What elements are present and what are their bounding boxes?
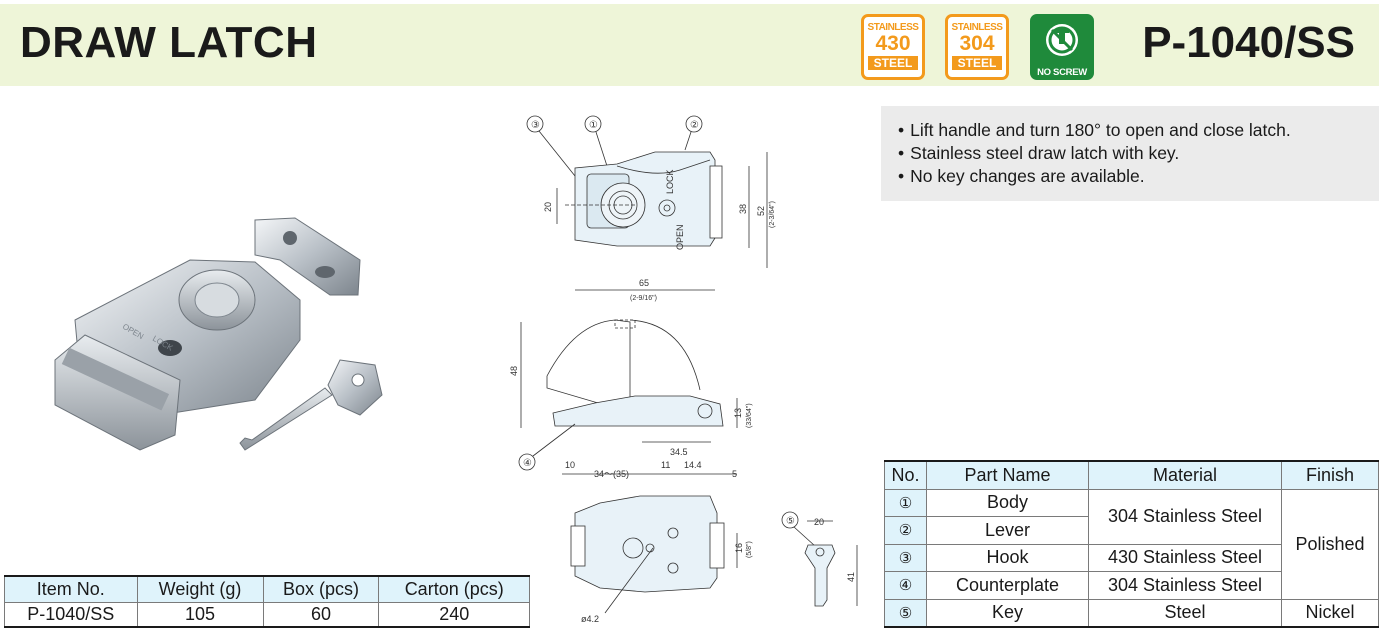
dim-bottom-16: 16 — [734, 543, 744, 553]
table-row: ④ Counterplate 304 Stainless Steel — [884, 571, 1379, 600]
cell-no: ② — [884, 516, 927, 545]
col-no: No. — [884, 460, 927, 490]
dim-top-65: 65 — [639, 278, 649, 288]
dim-top-65-inch: (2-9/16") — [630, 295, 657, 302]
cell-part-name: Hook — [926, 543, 1089, 572]
cell-material: 304 Stainless Steel — [1088, 571, 1282, 600]
model-number: P-1040/SS — [1142, 18, 1355, 67]
dim-side-13: 13 — [733, 408, 743, 418]
col-finish: Finish — [1281, 460, 1379, 490]
features-box: Lift handle and turn 180° to open and cl… — [881, 106, 1379, 201]
dim-side-48: 48 — [509, 366, 519, 376]
product-photo: LOCK OPEN — [54, 217, 383, 451]
callout-2-circle — [685, 115, 703, 133]
col-item-no: Item No. — [4, 575, 138, 603]
callout-3: ③ — [531, 120, 540, 131]
cell-no: ① — [884, 488, 927, 517]
col-carton: Carton (pcs) — [378, 575, 530, 603]
dim-top-52: 52 — [756, 206, 766, 216]
callout-1: ① — [589, 120, 598, 131]
top-open-label: OPEN — [675, 224, 685, 250]
callout-5-circle — [781, 511, 799, 529]
table-row: P-1040/SS 105 60 240 — [4, 601, 530, 628]
cell-no: ④ — [884, 571, 927, 600]
technical-drawing: ③ ① ② LOCK OPEN 20 38 52 (2-3/64") 65 (2… — [509, 115, 858, 624]
dim-bottom-hole: ø4.2 — [581, 614, 599, 624]
key-photo — [239, 359, 383, 451]
cell-carton: 240 — [378, 601, 530, 628]
cell-weight: 105 — [136, 601, 264, 628]
key-view: ⑤ 20 41 — [781, 511, 858, 607]
parts-table: No. Part Name Material Finish ① Body 304… — [884, 460, 1379, 628]
dim-bottom-34: 34～(35) — [594, 469, 629, 479]
cell-finish: Polished — [1281, 488, 1379, 600]
col-weight: Weight (g) — [136, 575, 264, 603]
table-header-row: No. Part Name Material Finish — [884, 460, 1379, 490]
latch-body-photo: LOCK OPEN — [54, 259, 301, 451]
feature-item: No key changes are available. — [898, 165, 1379, 188]
table-row: ① Body 304 Stainless Steel Polished — [884, 488, 1379, 600]
dim-key-20: 20 — [814, 517, 824, 527]
cell-material: 430 Stainless Steel — [1088, 543, 1282, 572]
dim-bottom-5: 5 — [732, 469, 737, 479]
dim-key-41: 41 — [846, 572, 856, 582]
cell-finish: Nickel — [1281, 598, 1379, 628]
header-band: DRAW LATCH STAINLESS 430 STEEL STAINLESS… — [0, 4, 1379, 86]
callout-3-circle — [526, 115, 544, 133]
cell-part-name: Key — [926, 598, 1089, 628]
no-screw-badge: NO SCREW — [1030, 14, 1094, 80]
bottom-view: 10 34～(35) 11 14.4 5 16 (5/8") ø4.2 — [562, 460, 753, 624]
table-row: ② Lever — [884, 516, 1379, 545]
feature-item: Stainless steel draw latch with key. — [898, 142, 1379, 165]
top-lock-label: LOCK — [665, 169, 675, 194]
dim-bottom-10: 10 — [565, 460, 575, 470]
cell-part-name: Body — [926, 488, 1089, 517]
cell-item-no: P-1040/SS — [4, 601, 138, 628]
cell-part-name: Lever — [926, 516, 1089, 545]
dim-top-20: 20 — [543, 202, 553, 212]
item-spec-table: Item No. Weight (g) Box (pcs) Carton (pc… — [4, 575, 530, 628]
col-material: Material — [1088, 460, 1282, 490]
cell-no: ⑤ — [884, 598, 927, 628]
callout-4: ④ — [523, 458, 532, 469]
no-screw-icon — [1046, 24, 1078, 56]
dim-bottom-16-inch: (5/8") — [746, 541, 753, 558]
cell-material: 304 Stainless Steel — [1088, 488, 1282, 545]
stainless-430-badge: STAINLESS 430 STEEL — [861, 14, 925, 80]
dim-top-38: 38 — [738, 204, 748, 214]
dim-side-345: 34.5 — [670, 447, 688, 457]
dim-bottom-11: 11 — [661, 460, 670, 470]
cell-box: 60 — [262, 601, 380, 628]
stainless-304-badge: STAINLESS 304 STEEL — [945, 14, 1009, 80]
callout-2: ② — [690, 120, 699, 131]
side-view: 48 13 (33/64") 34.5 ④ — [509, 319, 753, 471]
col-part-name: Part Name — [926, 460, 1089, 490]
dim-top-52-inch: (2-3/64") — [769, 201, 776, 228]
cell-no: ③ — [884, 543, 927, 572]
dim-bottom-144: 14.4 — [684, 460, 702, 470]
dim-side-13-inch: (33/64") — [746, 403, 753, 428]
page-title: DRAW LATCH — [20, 18, 318, 67]
feature-item: Lift handle and turn 180° to open and cl… — [898, 119, 1379, 142]
table-header-row: Item No. Weight (g) Box (pcs) Carton (pc… — [4, 575, 530, 603]
counterplate-photo — [254, 217, 361, 296]
callout-5: ⑤ — [786, 516, 795, 527]
col-box: Box (pcs) — [262, 575, 380, 603]
table-row: ⑤ Key Steel Nickel — [884, 598, 1379, 628]
cell-part-name: Counterplate — [926, 571, 1089, 600]
table-row: ③ Hook 430 Stainless Steel — [884, 543, 1379, 572]
callout-1-circle — [584, 115, 602, 133]
top-view: ③ ① ② LOCK OPEN 20 38 52 (2-3/64") 65 (2… — [526, 115, 776, 302]
callout-4-circle — [518, 453, 536, 471]
cell-material: Steel — [1088, 598, 1282, 628]
